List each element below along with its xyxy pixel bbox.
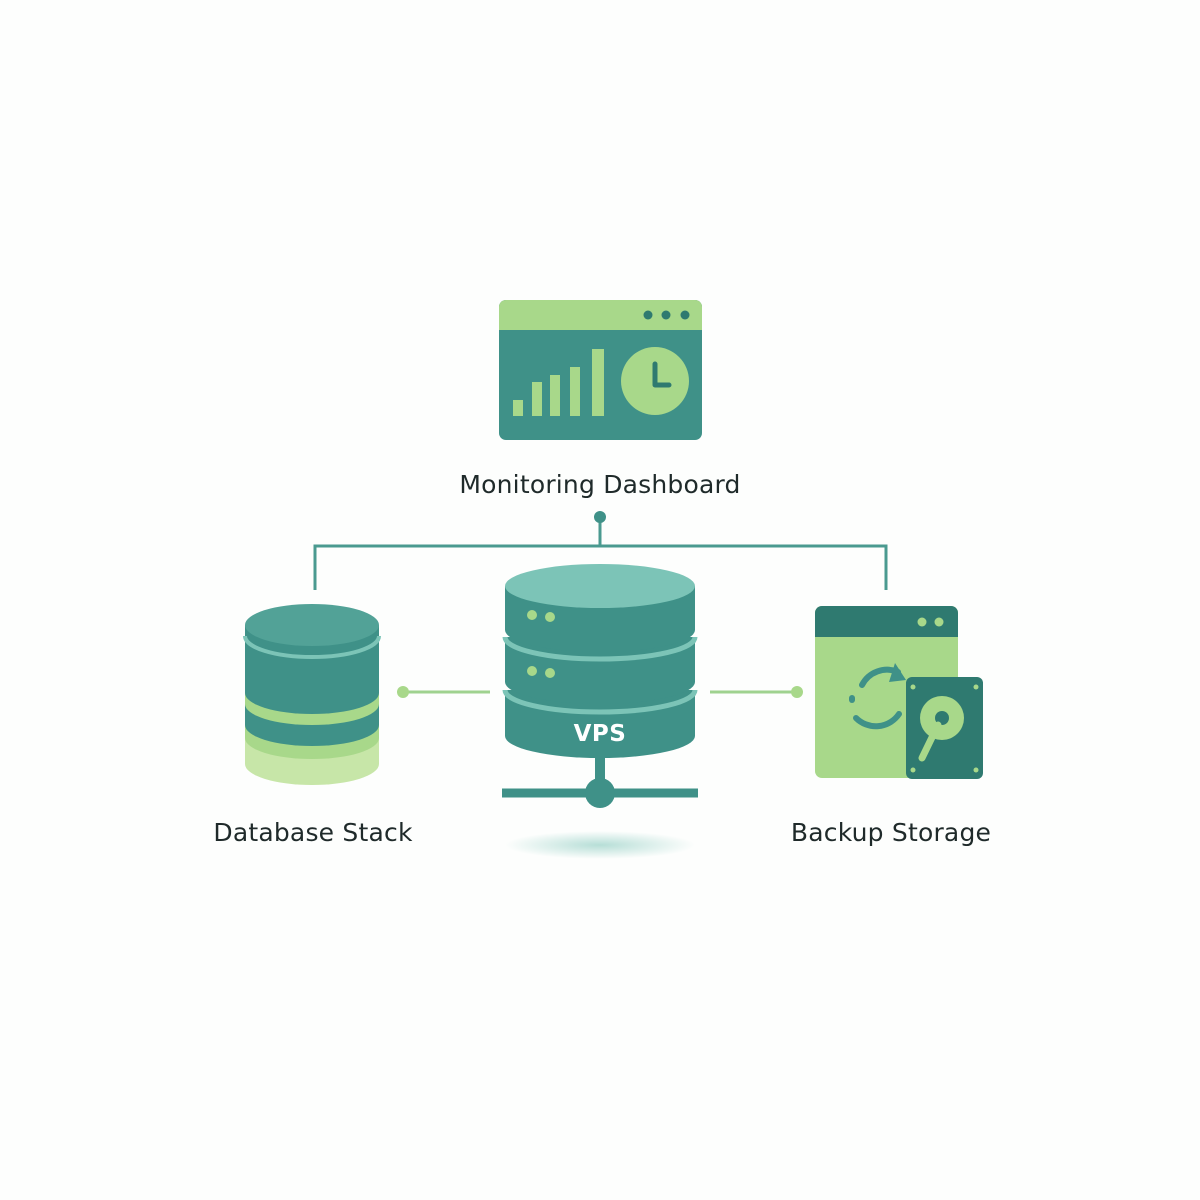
vps-label: VPS xyxy=(573,721,627,747)
hard-drive-icon xyxy=(906,677,983,779)
connector-dot-database xyxy=(397,686,409,698)
network-hub-icon xyxy=(585,778,615,808)
database-stack-label: Database Stack xyxy=(213,818,413,847)
indicator-light-icon xyxy=(527,666,537,676)
backup-storage-icon xyxy=(815,606,983,779)
indicator-light-icon xyxy=(545,612,555,622)
clock-icon xyxy=(621,347,689,415)
monitoring-dashboard-label: Monitoring Dashboard xyxy=(459,470,741,499)
indicator-light-icon xyxy=(545,668,555,678)
backup-storage-label: Backup Storage xyxy=(790,818,992,847)
bar-chart-icon xyxy=(513,349,604,416)
monitoring-dashboard-icon xyxy=(499,300,702,440)
connectors xyxy=(313,517,888,694)
window-dot-icon xyxy=(680,310,690,320)
indicator-light-icon xyxy=(527,610,537,620)
database-stack-icon xyxy=(243,604,381,785)
vps-server-icon xyxy=(502,564,698,859)
window-dot-icon xyxy=(643,310,653,320)
sync-arrows-icon xyxy=(849,663,906,730)
window-dot-icon xyxy=(661,310,671,320)
connector-top-bus xyxy=(313,544,888,590)
connector-dot-monitoring xyxy=(594,511,606,523)
window-dot-icon xyxy=(917,617,927,627)
server-shadow xyxy=(505,831,695,859)
connector-dot-backup xyxy=(791,686,803,698)
window-dot-icon xyxy=(934,617,944,627)
